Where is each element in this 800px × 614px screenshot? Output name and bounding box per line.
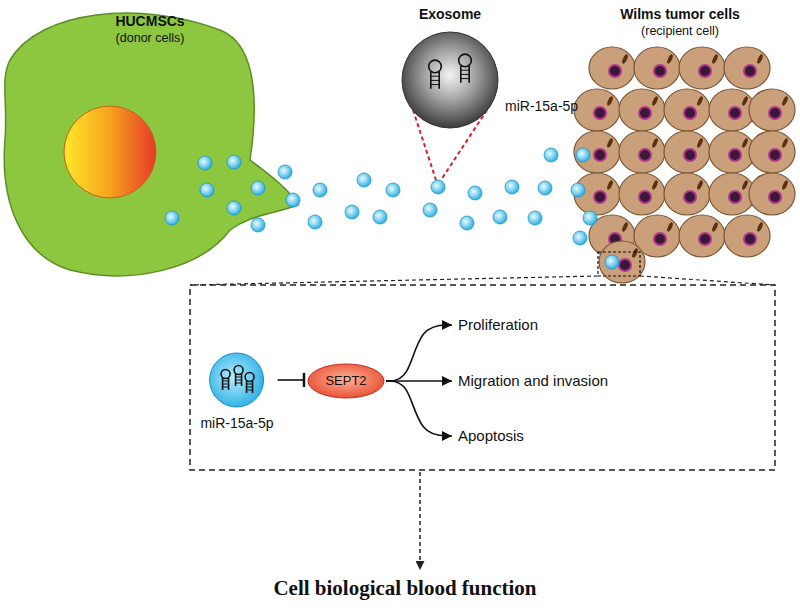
tumor-cell <box>619 89 665 131</box>
tumor-cell-cluster: Wilms tumor cells (recipient cell) <box>560 0 800 290</box>
tumor-cell <box>574 89 620 131</box>
node-label: miR-15a-5p <box>505 98 578 114</box>
exosome-dot <box>386 183 400 197</box>
exosome-dot <box>313 183 327 197</box>
exosome-body <box>402 32 498 128</box>
exosome-dot <box>227 201 241 215</box>
tumor-cell <box>749 89 795 131</box>
protein-ellipse-body <box>308 364 384 398</box>
exosome-dot <box>165 211 179 225</box>
tumor-cell <box>634 47 680 89</box>
mirna-hairpin <box>245 373 254 394</box>
cell-body <box>4 13 298 276</box>
outcome-label: Cell biological blood function <box>273 576 536 600</box>
exosome-dot <box>493 210 507 224</box>
tumor-cell <box>574 131 620 173</box>
exosome-dot <box>544 148 558 162</box>
exosome-dot <box>583 211 597 225</box>
tumor-cell <box>664 131 710 173</box>
arrow-connector <box>386 381 452 436</box>
node-label: Proliferation <box>458 316 538 333</box>
exosome-dot <box>538 181 552 195</box>
exosome-dot <box>308 215 322 229</box>
tumor-cell <box>709 131 755 173</box>
protein-ellipse: SEPT2 <box>307 363 385 399</box>
node-label: Exosome <box>419 6 481 22</box>
tumor-cell <box>749 173 795 215</box>
zoom-marker <box>598 252 640 276</box>
exosome-dot <box>605 255 619 269</box>
exosome-dot <box>373 210 387 224</box>
exosome-dot <box>528 211 542 225</box>
arrow-connector <box>386 325 452 381</box>
tumor-cell <box>664 173 710 215</box>
exosome-dot <box>278 165 292 179</box>
exosome-dots <box>308 148 558 230</box>
exosome-dot <box>468 186 482 200</box>
tumor-cell <box>664 89 710 131</box>
tumor-cell <box>599 241 645 283</box>
tumor-cell <box>724 47 770 89</box>
tumor-cell <box>709 173 755 215</box>
tumor-cell <box>619 173 665 215</box>
exosome-dot <box>505 180 519 194</box>
tumor-cell <box>679 47 725 89</box>
exosome-dot <box>198 156 212 170</box>
exosome-dot <box>200 183 214 197</box>
exosome-dot <box>573 231 587 245</box>
tumor-cell <box>589 47 635 89</box>
mirna-hairpin <box>221 370 230 391</box>
node-label: Apoptosis <box>458 427 524 444</box>
exosome-dot <box>576 148 590 162</box>
outcome-arrow <box>419 472 421 570</box>
node-label: Migration and invasion <box>458 372 608 389</box>
exosome-dot <box>571 183 585 197</box>
zoom-leader <box>640 276 775 285</box>
exosome-dot <box>227 155 241 169</box>
mirna-hairpin <box>459 54 472 83</box>
effect-label: Migration and invasion <box>455 370 611 392</box>
mirna-vesicle-body <box>210 353 264 407</box>
node-label: (donor cells) <box>116 31 185 45</box>
tumor-cell <box>619 131 665 173</box>
zoom-frame <box>190 285 775 470</box>
exosome-dot <box>431 180 445 194</box>
exosome-dot <box>286 193 300 207</box>
tumor-cell <box>749 131 795 173</box>
tumor-cell <box>709 89 755 131</box>
exosome-dot <box>460 216 474 230</box>
exosome-dot <box>345 205 359 219</box>
exosome-dot <box>357 173 371 187</box>
mirna-vesicle: miR-15a-5p <box>197 345 276 440</box>
node-label: miR-15a-5p <box>200 415 273 431</box>
tumor-cell <box>679 215 725 257</box>
cell-nucleus <box>64 106 156 198</box>
tumor-cell <box>724 215 770 257</box>
mirna-hairpin <box>234 366 243 387</box>
node-label: (recipient cell) <box>641 24 719 38</box>
tumor-cell-cluster-shape <box>560 0 800 290</box>
exosome-dot <box>251 181 265 195</box>
mirna-hairpin <box>429 60 442 89</box>
exosome-dot <box>423 203 437 217</box>
node-label: HUCMSCs <box>115 13 184 29</box>
node-label: SEPT2 <box>325 374 366 389</box>
effect-label: Apoptosis <box>455 425 527 447</box>
inhibition-connector <box>278 379 304 381</box>
donor-cell: HUCMSCs (donor cells) <box>0 0 300 290</box>
zoom-leader <box>190 276 598 285</box>
exosome-dot <box>251 218 265 232</box>
node-label: Wilms tumor cells <box>620 6 740 22</box>
effect-label: Proliferation <box>455 314 541 336</box>
